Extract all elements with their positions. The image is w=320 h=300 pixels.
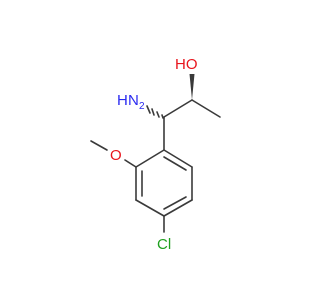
amine-subscript-label: 2	[139, 101, 145, 112]
methoxy-oxygen-label: O	[110, 147, 122, 164]
ring-bond-c4-c5	[163, 199, 193, 217]
structure-canvas: HO H N 2 O Cl	[90, 56, 221, 253]
bond-c-alpha-to-c-beta	[163, 99, 193, 118]
amine-h-label: H	[117, 92, 128, 109]
hashed-wedge-c-alpha-n	[146, 105, 164, 119]
molecule-diagram: HO H N 2 O Cl	[90, 56, 221, 253]
ring-double-bond-c6-c1	[163, 156, 187, 171]
solid-wedge-c-beta-o	[189, 74, 195, 100]
ring-bond-c1-c2	[135, 149, 165, 168]
bond-c2-to-methoxy-o	[124, 159, 137, 168]
benzene-ring	[135, 149, 193, 217]
hydroxyl-label: HO	[175, 56, 198, 73]
ring-bond-c3-c4	[135, 199, 165, 217]
bond-c-beta-to-methyl	[191, 99, 221, 118]
amine-n-label: N	[128, 92, 139, 109]
bond-methoxy-o-to-ch3	[90, 140, 108, 151]
hash-stroke	[161, 114, 164, 119]
ring-double-bond-c4-c5	[163, 196, 187, 210]
hash-stroke	[156, 111, 160, 118]
chlorine-label: Cl	[157, 236, 171, 253]
hash-stroke	[151, 108, 155, 116]
hash-stroke	[146, 105, 151, 114]
ring-bond-c6-c1	[163, 149, 193, 168]
